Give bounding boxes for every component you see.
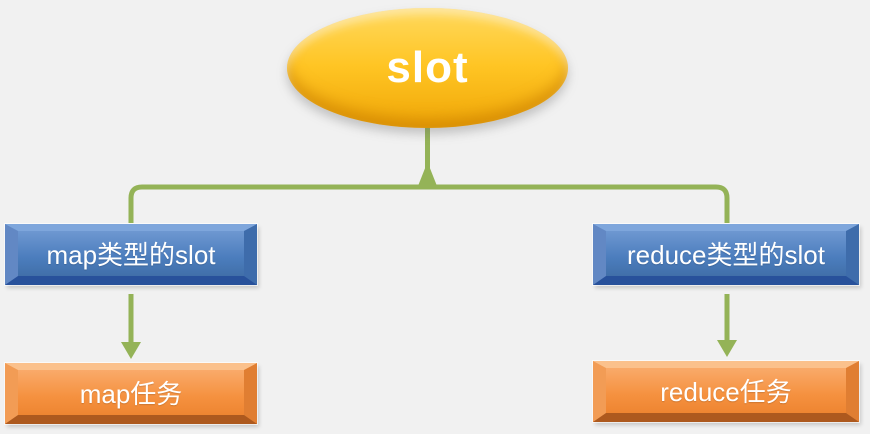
map-task-label: map任务 <box>79 379 183 409</box>
node-map-task: map任务 <box>5 363 257 424</box>
bracket-line <box>128 184 730 223</box>
arrow-left-head <box>121 342 141 359</box>
reduce-slot-label: reduce类型的slot <box>627 240 825 270</box>
trunk-flare <box>418 162 437 186</box>
arrow-right-head <box>717 340 737 357</box>
node-reduce-task: reduce任务 <box>593 361 859 422</box>
node-slot-root: slot <box>287 8 568 128</box>
root-node-label: slot <box>386 43 469 92</box>
reduce-task-label: reduce任务 <box>660 377 792 407</box>
node-map-slot: map类型的slot <box>5 224 257 285</box>
node-reduce-slot: reduce类型的slot <box>593 224 859 285</box>
map-slot-label: map类型的slot <box>46 240 216 270</box>
